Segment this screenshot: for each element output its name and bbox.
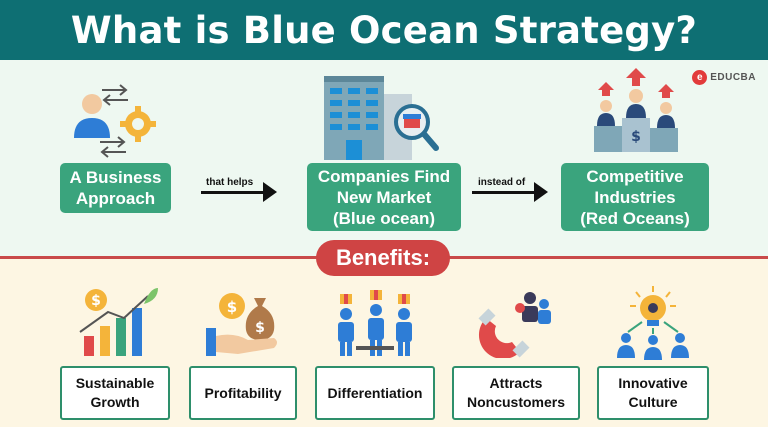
benefit-line: Differentiation	[327, 384, 423, 401]
benefit-profitability: Profitability	[189, 366, 297, 420]
flow-node-red-oceans: Competitive Industries (Red Oceans)	[561, 163, 709, 231]
flow-node-business-approach: A Business Approach	[60, 163, 171, 213]
flow-node-line: A Business	[69, 168, 162, 187]
educba-logo: e EDUCBA	[692, 70, 756, 85]
magnet-icon	[478, 292, 551, 358]
business-approach-icon	[74, 84, 156, 158]
arrow-right-icon	[472, 182, 548, 202]
benefit-line: Culture	[628, 394, 678, 410]
page-title: What is Blue Ocean Strategy?	[70, 8, 698, 52]
flow-node-line: Companies Find	[317, 166, 451, 186]
title-bar: What is Blue Ocean Strategy?	[0, 0, 768, 60]
svg-text:$: $	[631, 129, 641, 145]
benefit-line: Noncustomers	[466, 394, 566, 410]
edge-label-that-helps: that helps	[206, 177, 254, 188]
money-bag-icon: $ $	[206, 293, 277, 356]
flow-node-line: Industries	[594, 187, 676, 207]
flow-node-line: (Blue ocean)	[332, 208, 435, 228]
podium-competition-icon: $	[594, 68, 678, 152]
benefit-sustainable-growth: Sustainable Growth	[60, 366, 170, 420]
flow-node-line: Approach	[75, 189, 156, 208]
benefit-innovative-culture: Innovative Culture	[597, 366, 709, 420]
arrow-right-icon	[201, 182, 277, 202]
benefit-line: Profitability	[204, 384, 282, 401]
flow-node-line: (Red Oceans)	[580, 208, 690, 228]
benefit-line: Sustainable	[75, 375, 155, 391]
benefit-line: Growth	[90, 394, 140, 410]
benefits-heading: Benefits:	[316, 240, 450, 276]
svg-text:$: $	[91, 293, 101, 309]
svg-text:$: $	[255, 320, 265, 336]
flow-node-line: Competitive	[586, 166, 684, 186]
svg-text:$: $	[227, 298, 237, 316]
benefit-line: Innovative	[618, 375, 688, 391]
lightbulb-team-icon	[617, 286, 689, 360]
building-search-icon	[324, 76, 439, 160]
benefit-attracts-noncustomers: Attracts Noncustomers	[452, 366, 580, 420]
flow-node-line: New Market	[336, 187, 432, 207]
logo-mark: e	[692, 70, 708, 85]
people-boxes-icon	[338, 290, 412, 356]
growth-chart-icon: $	[79, 288, 158, 356]
edge-label-instead-of: instead of	[478, 177, 526, 188]
logo-text: EDUCBA	[710, 72, 756, 83]
flow-node-new-market: Companies Find New Market (Blue ocean)	[307, 163, 461, 231]
benefit-line: Attracts	[489, 375, 543, 391]
benefit-differentiation: Differentiation	[315, 366, 435, 420]
